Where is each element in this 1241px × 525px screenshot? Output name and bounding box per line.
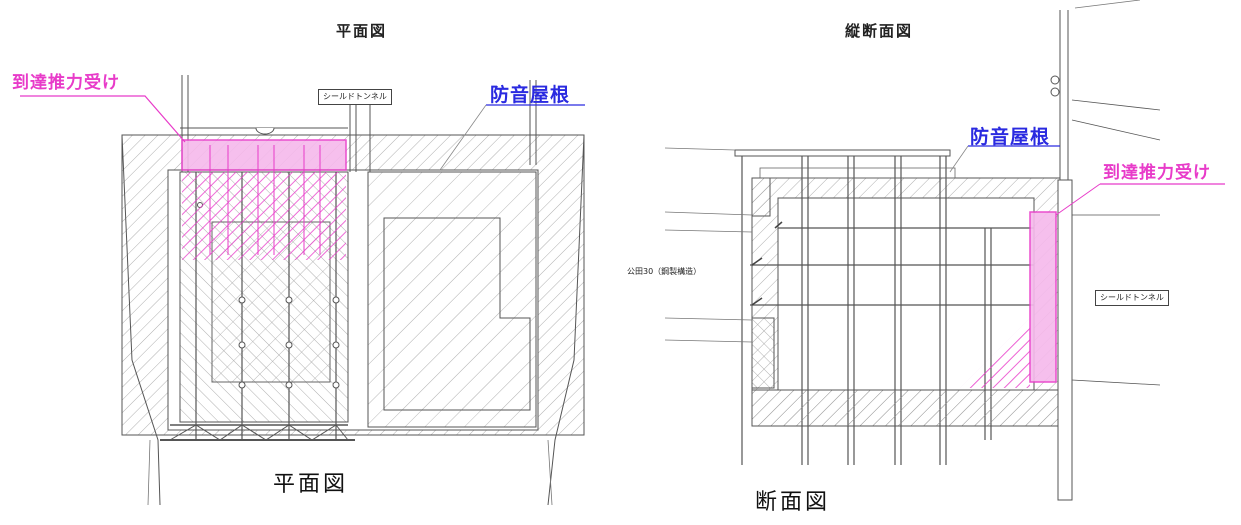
plan-shield-tunnel-tag: シールドトンネル — [318, 89, 392, 105]
plan-thrust-receiver-label: 到達推力受け — [12, 73, 120, 93]
section-view-caption: 断面図 — [755, 490, 831, 515]
section-view-header-title: 縦断面図 — [845, 22, 914, 40]
section-soundproof-roof-label: 防音屋根 — [970, 126, 1051, 148]
plan-view-header-title: 平面図 — [336, 22, 388, 40]
plan-soundproof-roof-label: 防音屋根 — [490, 84, 571, 106]
section-shield-tunnel-tag: シールドトンネル — [1095, 290, 1169, 306]
section-side-structure-tag: 公田30（鋼製構造） — [623, 265, 706, 279]
section-thrust-receiver-label: 到達推力受け — [1103, 163, 1211, 183]
plan-view-caption: 平面図 — [273, 472, 349, 497]
plan-view-drawing — [20, 75, 585, 506]
section-view-drawing — [664, 0, 1225, 501]
